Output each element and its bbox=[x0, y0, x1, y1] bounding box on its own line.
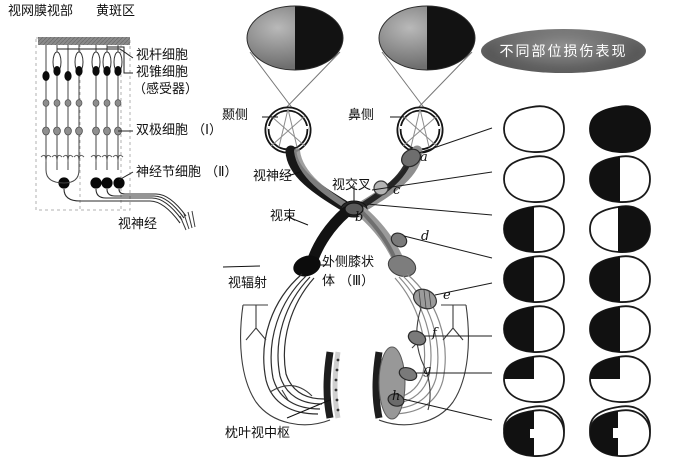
left-eyeball bbox=[264, 106, 312, 154]
field-row-e bbox=[503, 305, 651, 353]
occipital-lobe-left bbox=[240, 304, 331, 426]
label-optic-tract: 视束 bbox=[270, 209, 297, 224]
marker-label-h: h bbox=[392, 389, 401, 404]
banner-text: 不同部位损伤表现 bbox=[499, 44, 628, 60]
marker-label-e: e bbox=[443, 288, 451, 303]
field-row-c bbox=[503, 205, 651, 253]
marker-label-d: d bbox=[421, 229, 430, 244]
label-cone-cell: 视锥细胞 bbox=[136, 65, 189, 80]
visual-field-results-column bbox=[492, 105, 672, 461]
marker-label-c: c bbox=[393, 183, 401, 198]
label-photoreceptor: （感受器） bbox=[133, 82, 199, 97]
retina-heading-left: 视网膜视部 bbox=[8, 4, 74, 19]
lesion-marker-d bbox=[390, 232, 408, 248]
label-nasal: 鼻侧 bbox=[348, 108, 375, 123]
right-eye-visual-field bbox=[378, 5, 476, 114]
lesion-marker-h bbox=[387, 393, 405, 407]
label-optic-nerve-retina: 视神经 bbox=[118, 217, 158, 232]
field-row-f bbox=[503, 355, 651, 403]
visual-cortex-left bbox=[323, 351, 341, 419]
left-eye-visual-field bbox=[246, 5, 344, 114]
field-row-b bbox=[503, 155, 651, 203]
field-row-a bbox=[503, 105, 651, 153]
label-optic-nerve: 视神经 bbox=[253, 169, 293, 184]
label-rod-cell: 视杆细胞 bbox=[136, 48, 189, 63]
lesion-marker-a bbox=[401, 148, 421, 168]
pathway-label-leaders bbox=[222, 116, 404, 419]
retina-heading-right: 黄斑区 bbox=[96, 4, 136, 19]
lesion-marker-f bbox=[407, 330, 427, 346]
retina-detail-panel bbox=[35, 37, 196, 231]
marker-label-b: b bbox=[355, 210, 364, 225]
right-eyeball bbox=[396, 106, 444, 154]
lesion-marker-b bbox=[344, 202, 364, 216]
visual-cortex-right bbox=[372, 346, 406, 420]
label-optic-chiasm: 视交叉 bbox=[332, 178, 372, 193]
lesion-leader-lines bbox=[366, 127, 493, 421]
marker-label-g: g bbox=[423, 363, 432, 378]
label-occipital-center: 枕叶视中枢 bbox=[225, 426, 291, 441]
marker-label-a: a bbox=[420, 150, 428, 165]
field-row-h bbox=[502, 409, 662, 461]
lesion-marker-g bbox=[398, 366, 418, 382]
marker-label-f: f bbox=[432, 326, 437, 341]
label-optic-radiation: 视辐射 bbox=[228, 276, 268, 291]
label-lgn-line2: 体 （Ⅲ） bbox=[322, 274, 375, 289]
field-row-d bbox=[503, 255, 651, 303]
label-lgn-line1: 外侧膝状 bbox=[322, 255, 375, 270]
label-bipolar-cell: 双极细胞 （Ⅰ） bbox=[136, 123, 222, 138]
lesion-overview-banner: 不同部位损伤表现 bbox=[481, 29, 646, 73]
lesion-markers-group bbox=[344, 148, 438, 407]
label-ganglion-cell: 神经节细胞 （Ⅱ） bbox=[136, 165, 238, 180]
optic-radiation-left bbox=[263, 273, 325, 415]
label-temporal: 颞侧 bbox=[222, 108, 249, 123]
